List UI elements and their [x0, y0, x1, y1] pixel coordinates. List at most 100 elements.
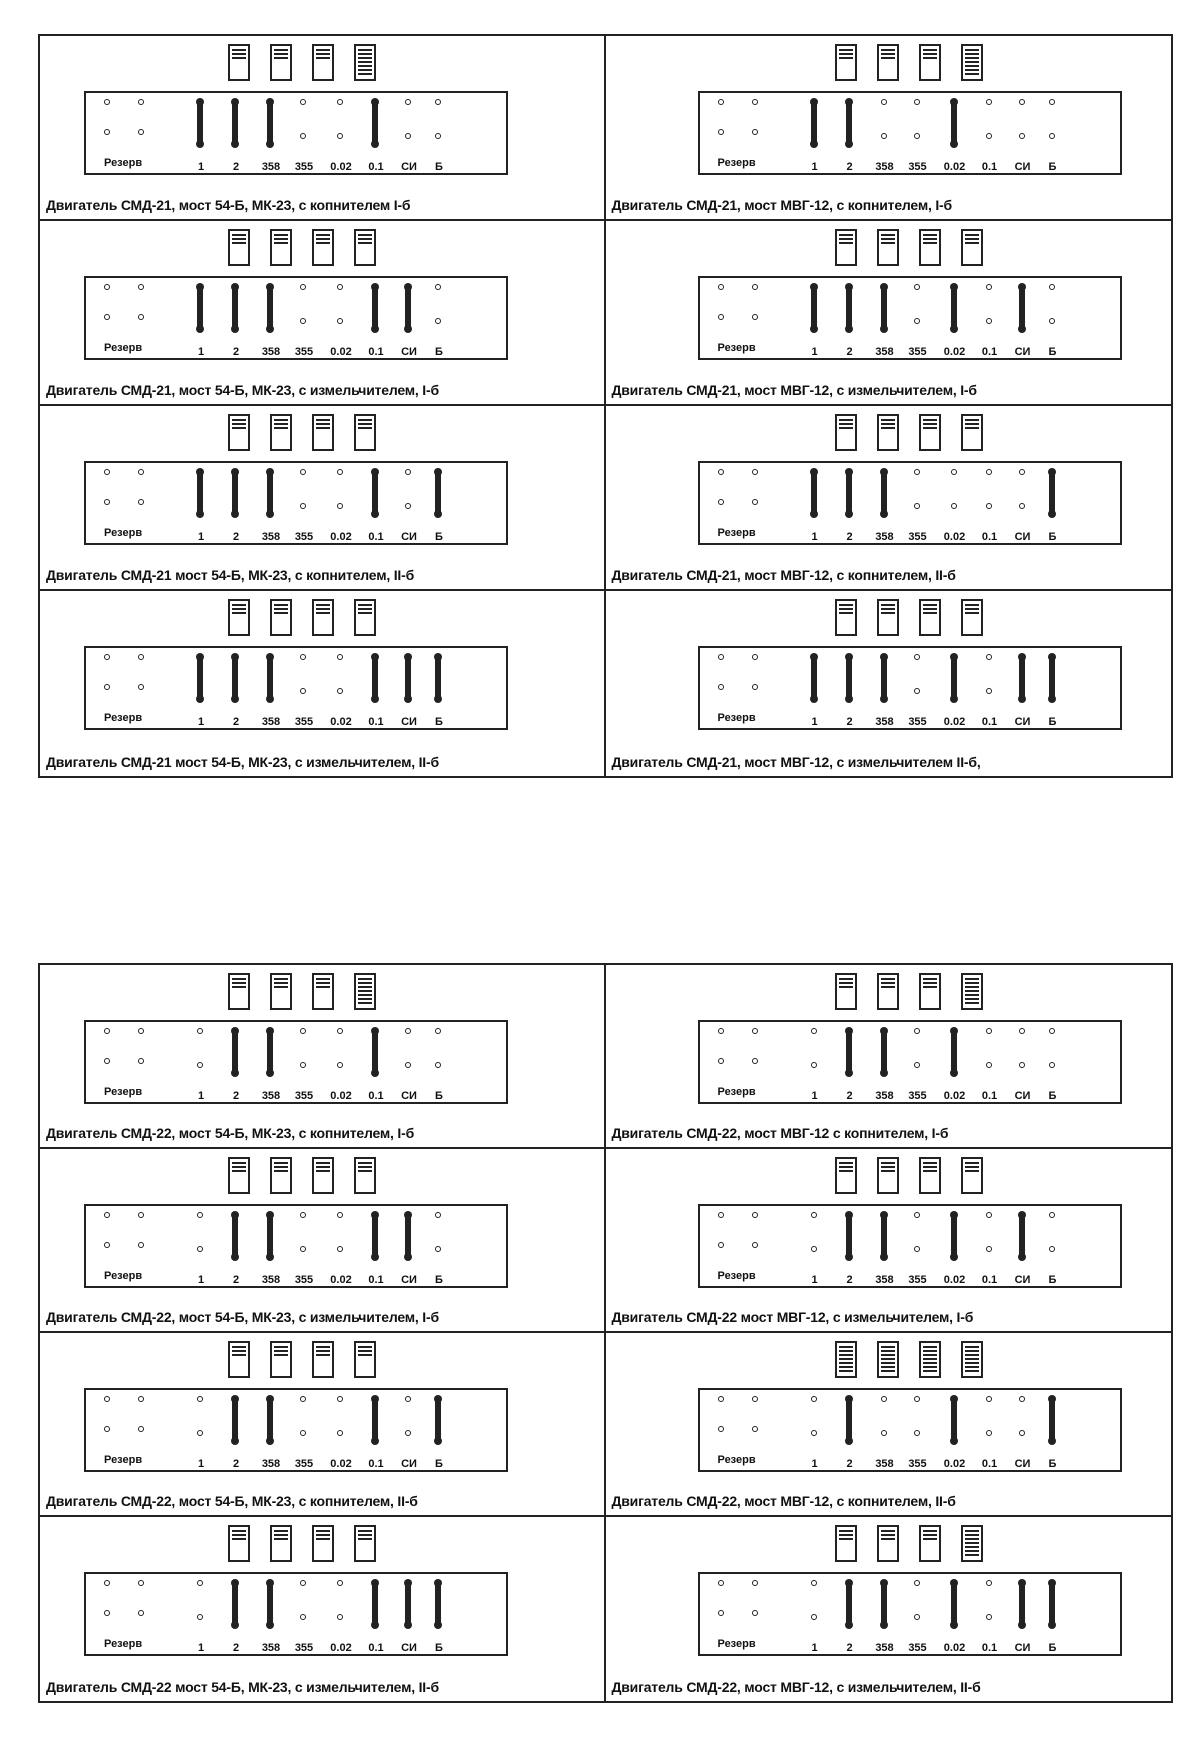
dip-switch-icon: [834, 1341, 857, 1378]
position-label: 358: [875, 531, 894, 543]
pin-icon: [717, 99, 724, 105]
jumper-closed-icon: [879, 468, 888, 518]
scheme-caption: Двигатель СМД-22 мост МВГ-12, с измельчи…: [611, 1309, 974, 1325]
pin-icon: [405, 133, 411, 139]
position-label: СИ: [401, 1642, 417, 1654]
position-label: СИ: [401, 346, 417, 358]
jumper-position: 358: [865, 99, 905, 173]
jumper-position: Б: [419, 1212, 459, 1286]
reserve-label: Резерв: [717, 342, 756, 354]
pin-icon: [300, 1212, 306, 1218]
jumper-closed-icon: [1047, 1579, 1056, 1629]
jumper-position: 1: [795, 98, 835, 173]
position-label: СИ: [1014, 1090, 1031, 1102]
pin-icon: [751, 99, 758, 105]
position-label: 2: [232, 716, 240, 728]
pin-icon: [1048, 318, 1055, 324]
position-label: 2: [846, 1090, 853, 1102]
scheme-caption: Двигатель СМД-22, мост МВГ-12 с копнител…: [611, 1125, 949, 1141]
jumper-position: 1: [181, 1028, 221, 1102]
pin-icon: [1048, 99, 1055, 105]
pin-icon: [751, 1212, 758, 1218]
dip-switch-icon: [354, 973, 376, 1010]
position-label: 1: [811, 716, 818, 728]
switch-row: [834, 1157, 983, 1197]
jumper-position: 355: [898, 1028, 938, 1102]
jumper-position: 1: [795, 1212, 835, 1286]
pin-icon: [138, 654, 144, 660]
pin-icon: [138, 129, 144, 135]
position-label: 355: [294, 1642, 314, 1654]
pin-icon: [913, 1062, 920, 1068]
scheme-caption: Двигатель СМД-21, мост МВГ-12, с измельч…: [611, 382, 978, 398]
dip-switch-icon: [834, 44, 857, 81]
jumper-position: СИ: [1003, 1028, 1043, 1102]
jumper-position: 2: [216, 653, 256, 728]
dip-switch-icon: [918, 229, 941, 266]
reserve-label: Резерв: [717, 712, 756, 724]
jumper-position: СИ: [389, 283, 429, 358]
pin-icon: [337, 133, 343, 139]
position-label: СИ: [401, 531, 417, 543]
jumper-position: 0.1: [356, 653, 396, 728]
position-label: 0.1: [368, 1090, 384, 1102]
jumper-position: 0.02: [321, 654, 361, 728]
jumper-closed-icon: [434, 1579, 442, 1629]
position-label: 2: [846, 346, 853, 358]
position-label: 0.02: [943, 1090, 966, 1102]
pin-icon: [985, 503, 992, 509]
jumper-position: 2: [216, 98, 256, 173]
pin-icon: [138, 1242, 144, 1248]
pin-icon: [717, 1396, 724, 1402]
pin-icon: [985, 1396, 992, 1402]
pin-icon: [138, 499, 144, 505]
pin-icon: [913, 503, 920, 509]
pin-icon: [104, 99, 110, 105]
pin-icon: [880, 1396, 887, 1402]
pin-icon: [337, 1580, 343, 1586]
jumper-closed-icon: [231, 1027, 239, 1077]
pin-icon: [985, 688, 992, 694]
jumper-closed-icon: [1017, 283, 1026, 333]
position-label: Б: [435, 1090, 443, 1102]
switch-row: [834, 973, 983, 1013]
position-label: 1: [811, 346, 818, 358]
scheme-caption: Двигатель СМД-21, мост МВГ-12, с измельч…: [611, 754, 981, 770]
pin-icon: [300, 1430, 306, 1436]
position-label: СИ: [1014, 1642, 1031, 1654]
reserve-pins: [717, 469, 778, 517]
jumper-position: 358: [251, 653, 291, 728]
pin-icon: [717, 1426, 724, 1432]
switch-row: [834, 599, 983, 639]
pin-icon: [300, 469, 306, 475]
position-label: Б: [435, 346, 443, 358]
position-label: Б: [435, 716, 443, 728]
pin-icon: [197, 1212, 203, 1218]
pin-icon: [810, 1062, 817, 1068]
jumper-closed-icon: [231, 1395, 239, 1445]
position-label: СИ: [1014, 716, 1031, 728]
position-label: 355: [294, 716, 314, 728]
jumper-closed-icon: [196, 468, 204, 518]
position-label: Б: [435, 1642, 443, 1654]
jumper-position: СИ: [1003, 469, 1043, 543]
pin-icon: [751, 654, 758, 660]
position-label: Б: [1048, 346, 1057, 358]
jumper-position: 358: [251, 1027, 291, 1102]
jumper-position: СИ: [1003, 1396, 1043, 1470]
dip-switch-icon: [960, 973, 983, 1010]
pin-icon: [717, 469, 724, 475]
reserve-label: Резерв: [717, 1454, 756, 1466]
pin-icon: [138, 1580, 144, 1586]
position-label: 2: [232, 1274, 240, 1286]
jumper-position: 0.1: [970, 284, 1010, 358]
position-label: 0.02: [330, 346, 352, 358]
jumper-position: 2: [830, 98, 870, 173]
position-label: 1: [197, 531, 205, 543]
